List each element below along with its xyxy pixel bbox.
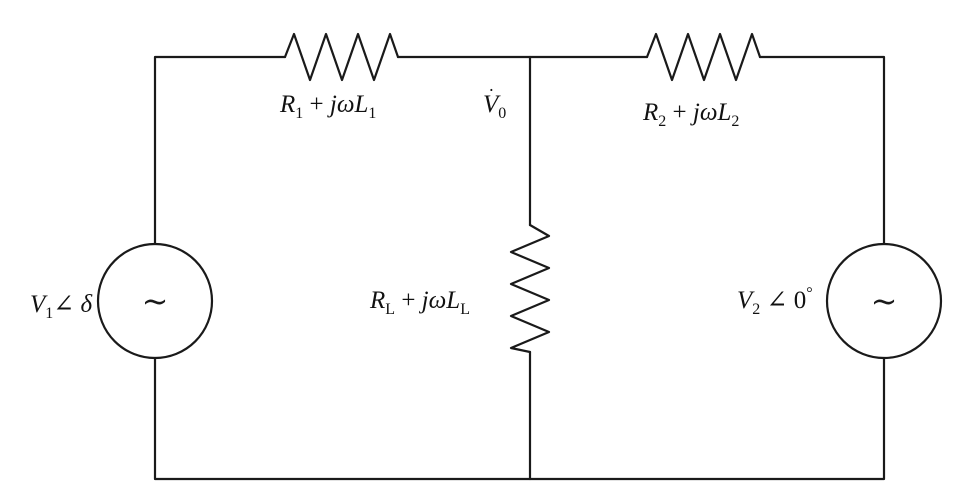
label-z1-r: R — [280, 91, 296, 118]
label-z2-j: j — [692, 99, 700, 126]
label-v2: V2 ∠ 0° — [737, 285, 813, 318]
label-v2-deg: ° — [806, 285, 813, 302]
label-v1-sub: 1 — [45, 305, 54, 322]
label-z1-j: j — [329, 91, 337, 118]
label-z2-r-sub: 2 — [658, 113, 667, 130]
label-z1-plus: + — [309, 91, 324, 118]
label-z2-r: R — [643, 99, 659, 126]
label-node-v0-sub: 0 — [498, 105, 507, 122]
label-node-v0-v: V — [483, 91, 499, 118]
label-zl-plus: + — [401, 287, 416, 314]
label-zl-omega: ω — [428, 287, 447, 314]
label-v2-phase: 0 — [793, 287, 807, 314]
label-v1: V1∠ δ — [30, 291, 93, 322]
label-z1-r-sub: 1 — [295, 105, 304, 122]
label-z1-l-sub: 1 — [368, 105, 377, 122]
label-z2-l: L — [717, 99, 732, 126]
resistor-zl — [509, 223, 551, 354]
label-v1-v: V — [30, 291, 46, 318]
label-node-v0: ˙V0 — [483, 86, 506, 122]
label-z2-omega: ω — [699, 99, 718, 126]
label-v2-v: V — [737, 287, 753, 314]
source-v2 — [825, 242, 943, 360]
label-z2-plus: + — [672, 99, 687, 126]
source-v1 — [96, 242, 214, 360]
wire-left-top — [153, 55, 287, 246]
label-v1-phase: δ — [80, 291, 93, 318]
label-v2-angle: ∠ — [766, 287, 788, 314]
label-zl-r: R — [370, 287, 386, 314]
label-z1-l: L — [354, 91, 369, 118]
label-node-v0-dot: ˙ — [488, 85, 495, 107]
label-z2: R2 + jωL2 — [643, 99, 739, 130]
label-v1-angle: ∠ — [53, 291, 75, 318]
label-z1-omega: ω — [336, 91, 355, 118]
label-zl-l: L — [446, 287, 461, 314]
label-zl-l-sub: L — [460, 301, 470, 318]
label-z1: R1 + jωL1 — [280, 91, 376, 122]
label-v2-sub: 2 — [752, 301, 761, 318]
label-zl: RL + jωLL — [370, 287, 470, 318]
resistor-z1 — [283, 32, 400, 82]
label-z2-l-sub: 2 — [731, 113, 740, 130]
source-v1-symbol: ~ — [142, 282, 169, 320]
label-zl-j: j — [421, 287, 429, 314]
resistor-z2 — [645, 32, 762, 82]
wire-right-top — [758, 55, 886, 246]
label-zl-r-sub: L — [385, 301, 396, 318]
source-v2-symbol: ~ — [871, 282, 898, 320]
wire-bottom — [153, 356, 886, 481]
